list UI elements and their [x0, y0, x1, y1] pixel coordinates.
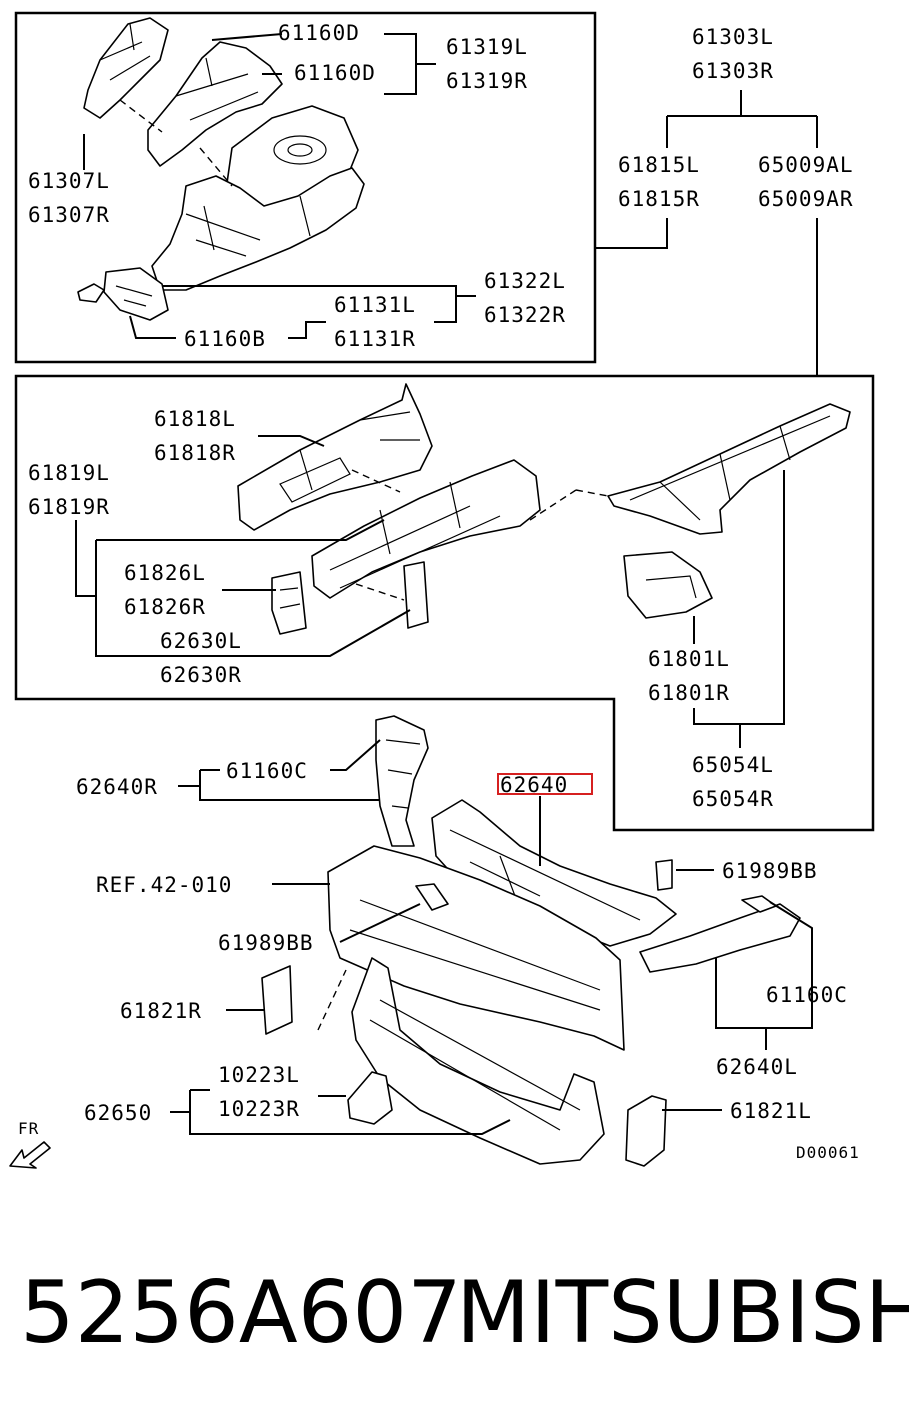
radiator-support-assembly — [261, 715, 801, 1167]
label-65009AL: 65009AL — [758, 153, 854, 177]
label-65054L: 65054L — [692, 753, 774, 777]
label-61815L: 61815L — [618, 153, 700, 177]
label-61821R: 61821R — [120, 999, 202, 1023]
upper-side-member-assembly — [77, 17, 365, 321]
label-61821L: 61821L — [730, 1099, 812, 1123]
label-65054R: 65054R — [692, 787, 774, 811]
label-fr: FR — [18, 1119, 39, 1138]
middle-group-box — [14, 374, 875, 832]
label-61160C-b: 61160C — [766, 983, 848, 1007]
label-61131L: 61131L — [334, 293, 416, 317]
label-61815R: 61815R — [618, 187, 700, 211]
label-61989BB-a: 61989BB — [722, 859, 818, 883]
label-61801L: 61801L — [648, 647, 730, 671]
label-61989BB-b: 61989BB — [218, 931, 314, 955]
label-65009AR: 65009AR — [758, 187, 854, 211]
label-61160D-a: 61160D — [278, 21, 360, 45]
label-61322R: 61322R — [484, 303, 566, 327]
label-61819R: 61819R — [28, 495, 110, 519]
label-61818R: 61818R — [154, 441, 236, 465]
label-61319R: 61319R — [446, 69, 528, 93]
label-61319L: 61319L — [446, 35, 528, 59]
label-62630R: 62630R — [160, 663, 242, 687]
label-61826L: 61826L — [124, 561, 206, 585]
middle-panel-assembly — [237, 383, 851, 635]
label-61818L: 61818L — [154, 407, 236, 431]
upper-group-box — [14, 11, 597, 364]
label-61303R: 61303R — [692, 59, 774, 83]
label-62650: 62650 — [84, 1101, 152, 1125]
diagram-code: D00061 — [796, 1143, 860, 1162]
label-61307R: 61307R — [28, 203, 110, 227]
label-61307L: 61307L — [28, 169, 110, 193]
label-62640-highlighted: 62640 — [500, 773, 568, 797]
label-61819L: 61819L — [28, 461, 110, 485]
label-61801R: 61801R — [648, 681, 730, 705]
label-61303L: 61303L — [692, 25, 774, 49]
label-61322L: 61322L — [484, 269, 566, 293]
front-direction-arrow-icon — [9, 1141, 51, 1169]
label-61826R: 61826R — [124, 595, 206, 619]
label-61160D-b: 61160D — [294, 61, 376, 85]
label-62640L: 62640L — [716, 1055, 798, 1079]
label-62640R: 62640R — [76, 775, 158, 799]
label-62630L: 62630L — [160, 629, 242, 653]
label-61160B: 61160B — [184, 327, 266, 351]
label-61160C-a: 61160C — [226, 759, 308, 783]
label-10223L: 10223L — [218, 1063, 300, 1087]
part-number: 5256A607 — [20, 1263, 462, 1363]
label-61131R: 61131R — [334, 327, 416, 351]
leader-lines — [75, 33, 818, 1135]
highlight-box — [497, 773, 593, 795]
label-10223R: 10223R — [218, 1097, 300, 1121]
label-ref-42-010: REF.42-010 — [96, 873, 232, 897]
brand-name: MITSUBISHI — [456, 1263, 909, 1363]
